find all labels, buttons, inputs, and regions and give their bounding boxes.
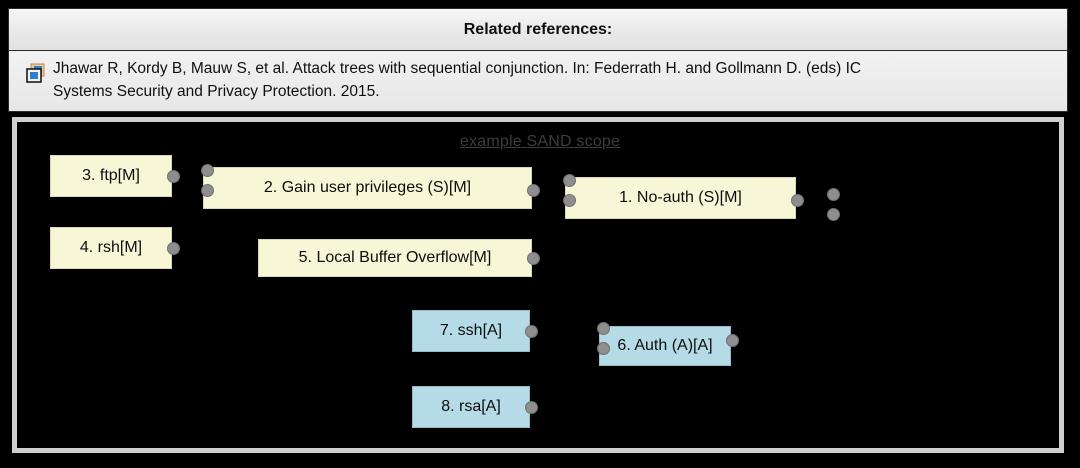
tree-node-n8[interactable]: 8. rsa[A] [412,386,530,428]
attack-tree-canvas[interactable]: example SAND scope 3. ftp[M] 2. Gain user… [17,122,1059,448]
port-n1-out[interactable] [791,194,804,207]
port-n7-out[interactable] [525,325,538,338]
port-n1-in-b[interactable] [563,194,576,207]
reference-entry-line-1[interactable]: Jhawar R, Kordy B, Mauw S, et al. Attack… [53,60,862,77]
tree-node-n4[interactable]: 4. rsh[M] [50,227,172,269]
port-n2-out[interactable] [527,184,540,197]
port-n6-out[interactable] [726,334,739,347]
scope-label: example SAND scope [460,133,621,150]
port-n5-out[interactable] [527,252,540,265]
related-references-title: Related references: [9,9,1067,51]
port-n2-in-b[interactable] [201,184,214,197]
port-free-a[interactable] [827,188,840,201]
tree-node-n2[interactable]: 2. Gain user privileges (S)[M] [203,167,532,209]
tree-node-n5[interactable]: 5. Local Buffer Overflow[M] [258,239,532,277]
port-free-b[interactable] [827,208,840,221]
tree-node-n3[interactable]: 3. ftp[M] [50,155,172,197]
port-n6-in-b[interactable] [597,342,610,355]
port-n6-in-a[interactable] [597,322,610,335]
related-references-panel: Related references: Jhawar R, Kordy B, M… [8,8,1068,112]
attack-tree-canvas-frame: example SAND scope 3. ftp[M] 2. Gain user… [12,117,1064,453]
tree-node-n7[interactable]: 7. ssh[A] [412,310,530,352]
port-n3-out[interactable] [167,170,180,183]
port-n4-out[interactable] [167,242,180,255]
stacked-windows-icon [25,62,47,84]
reference-entry-line-2[interactable]: Systems Security and Privacy Protection.… [53,83,380,100]
tree-node-n6[interactable]: 6. Auth (A)[A] [599,326,731,366]
related-references-body: Jhawar R, Kordy B, Mauw S, et al. Attack… [9,51,1067,111]
port-n2-in-a[interactable] [201,164,214,177]
port-n1-in-a[interactable] [563,174,576,187]
tree-node-n1[interactable]: 1. No-auth (S)[M] [565,177,796,219]
port-n8-out[interactable] [525,401,538,414]
